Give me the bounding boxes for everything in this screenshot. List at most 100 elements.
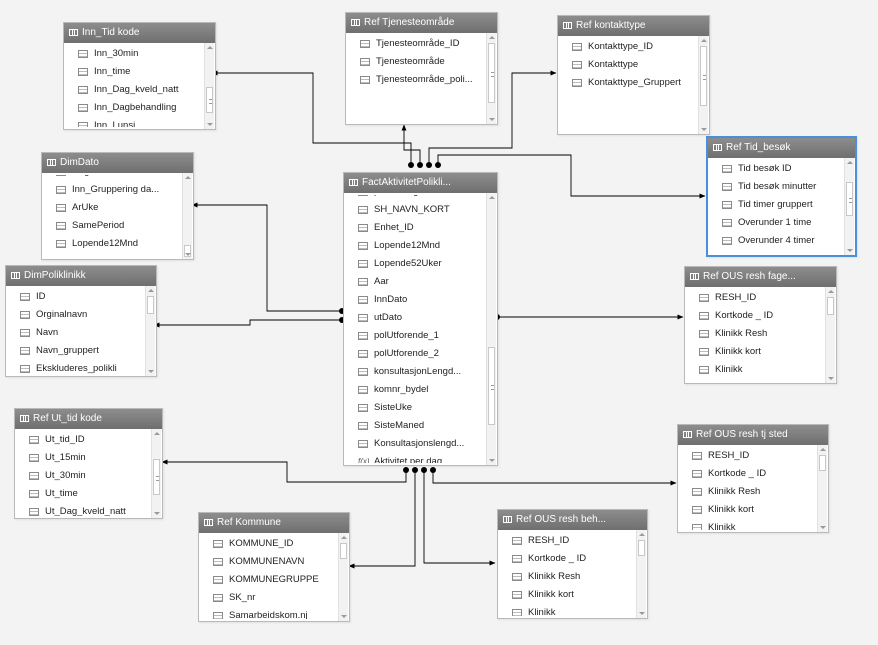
table-header[interactable]: Ref Tid_besøk — [708, 138, 855, 158]
field-row[interactable]: SK_nr — [199, 589, 338, 607]
field-row[interactable]: Tjenesteområde — [346, 53, 486, 71]
field-row[interactable]: Tid besøk minutter — [708, 178, 844, 196]
field-row[interactable]: Inn_30min — [64, 45, 204, 63]
field-row[interactable]: Lopende52Uker — [344, 255, 486, 273]
field-row[interactable]: f(x)Aktivitet per dag — [344, 453, 486, 463]
field-row[interactable]: Inn_Dagbehandling — [64, 99, 204, 117]
field-row[interactable]: Klinikk — [498, 604, 636, 616]
table-fact[interactable]: FactAktivitetPolikli...pasientregionSH_N… — [343, 172, 498, 466]
field-row[interactable]: polUtforende_2 — [344, 345, 486, 363]
scroll-down-icon[interactable] — [489, 118, 495, 121]
scroll-up-icon[interactable] — [489, 196, 495, 199]
scroll-up-icon[interactable] — [148, 289, 154, 292]
scroll-up-icon[interactable] — [489, 36, 495, 39]
field-row[interactable]: Ekskluderes_polikli — [6, 360, 145, 374]
field-row[interactable]: pasientregion — [344, 195, 486, 201]
scroll-up-icon[interactable] — [207, 46, 213, 49]
field-row[interactable]: InnDato — [344, 291, 486, 309]
field-row[interactable]: SH_NAVN_KORT — [344, 201, 486, 219]
vertical-scrollbar[interactable] — [698, 36, 708, 134]
field-row[interactable]: Aar — [344, 273, 486, 291]
field-row[interactable]: Konsultasjonslengd... — [344, 435, 486, 453]
field-row[interactable]: Ut_Dag_kveld_natt — [15, 503, 151, 516]
table-header[interactable]: Ref OUS resh tj sted — [678, 425, 828, 445]
field-row[interactable]: Klinikk kort — [685, 343, 825, 361]
field-row[interactable]: RESH_ID — [685, 289, 825, 307]
table-header[interactable]: Ref OUS resh fage... — [685, 267, 836, 287]
scroll-down-icon[interactable] — [341, 615, 347, 618]
field-row[interactable]: Klinikk kort — [498, 586, 636, 604]
table-header[interactable]: Ref Kommune — [199, 513, 349, 533]
field-row[interactable]: SamePeriod — [42, 217, 182, 235]
scroll-down-icon[interactable] — [820, 526, 826, 529]
field-row[interactable]: Samarbeidskom.nj — [199, 607, 338, 619]
field-row[interactable]: Kontakttype_Gruppert — [558, 74, 698, 92]
vertical-scrollbar[interactable] — [825, 287, 835, 383]
field-row[interactable]: ArUke — [42, 199, 182, 217]
field-row[interactable]: KOMMUNE_ID — [199, 535, 338, 553]
field-row[interactable]: Overunder 4 timer — [708, 232, 844, 250]
field-row[interactable]: Inn_Gruppering da... — [42, 181, 182, 199]
scroll-down-icon[interactable] — [154, 512, 160, 515]
scroll-down-icon[interactable] — [701, 128, 707, 131]
field-row[interactable]: Tid timer gruppert — [708, 196, 844, 214]
scrollbar-thumb[interactable] — [488, 43, 495, 103]
vertical-scrollbar[interactable] — [486, 193, 496, 465]
field-row[interactable]: Klinikk Resh — [498, 568, 636, 586]
field-row[interactable]: Klinikk — [678, 519, 817, 530]
field-row[interactable]: Tjenesteområde_ID — [346, 35, 486, 53]
field-row[interactable]: SisteManed — [344, 417, 486, 435]
field-row[interactable]: Overunder 1 time — [708, 214, 844, 232]
field-row[interactable]: Ut_time — [15, 485, 151, 503]
field-row[interactable]: Inn_Lunsj — [64, 117, 204, 127]
scroll-down-icon[interactable] — [148, 370, 154, 373]
field-row[interactable]: polUtforende_1 — [344, 327, 486, 345]
scroll-up-icon[interactable] — [847, 161, 853, 164]
scroll-up-icon[interactable] — [341, 536, 347, 539]
scrollbar-thumb[interactable] — [184, 245, 191, 257]
table-dimdato[interactable]: DimDatoDagMndInn_Gruppering da...ArUkeSa… — [41, 152, 194, 260]
scroll-down-icon[interactable] — [207, 123, 213, 126]
field-row[interactable]: Orginalnavn — [6, 306, 145, 324]
scrollbar-thumb[interactable] — [153, 459, 160, 495]
field-row[interactable]: Navn — [6, 324, 145, 342]
scroll-down-icon[interactable] — [847, 249, 853, 252]
field-row[interactable]: Ut_tid_ID — [15, 431, 151, 449]
field-row[interactable]: konsultasjonLengd... — [344, 363, 486, 381]
table-header[interactable]: DimDato — [42, 153, 193, 173]
table-header[interactable]: Ref Tjenesteområde — [346, 13, 497, 33]
field-row[interactable]: SisteUke — [344, 399, 486, 417]
field-row[interactable]: Kortkode _ ID — [685, 307, 825, 325]
table-header[interactable]: Ref OUS resh beh... — [498, 510, 647, 530]
scroll-up-icon[interactable] — [820, 448, 826, 451]
vertical-scrollbar[interactable] — [486, 33, 496, 124]
vertical-scrollbar[interactable] — [204, 43, 214, 129]
scroll-up-icon[interactable] — [639, 533, 645, 536]
scroll-down-icon[interactable] — [828, 377, 834, 380]
field-row[interactable]: Kontakttype — [558, 56, 698, 74]
scrollbar-thumb[interactable] — [827, 297, 834, 315]
field-row[interactable]: ID — [6, 288, 145, 306]
field-row[interactable]: Inn_time — [64, 63, 204, 81]
vertical-scrollbar[interactable] — [636, 530, 646, 618]
field-row[interactable]: KOMMUNEGRUPPE — [199, 571, 338, 589]
field-list[interactable]: pasientregionSH_NAVN_KORTEnhet_IDLopende… — [344, 195, 486, 463]
field-row[interactable]: komnr_bydel — [344, 381, 486, 399]
field-list[interactable]: DagMndInn_Gruppering da...ArUkeSamePerio… — [42, 175, 182, 257]
field-row[interactable]: Klinikk Resh — [685, 325, 825, 343]
scrollbar-thumb[interactable] — [340, 543, 347, 559]
